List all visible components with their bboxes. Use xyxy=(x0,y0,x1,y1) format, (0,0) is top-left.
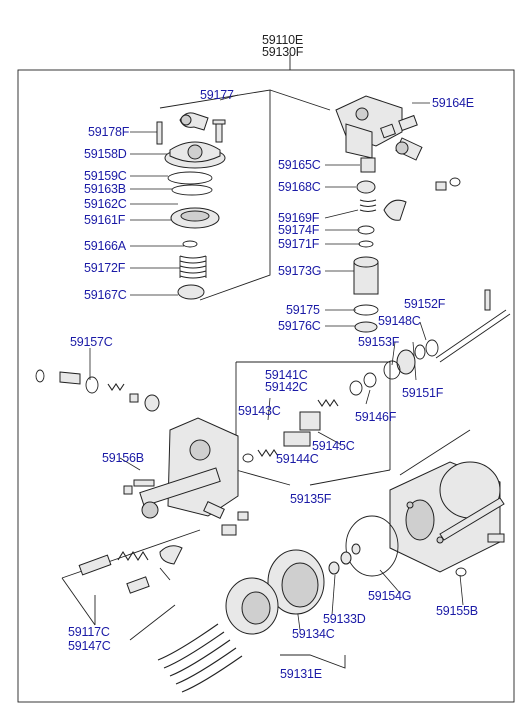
part-label-59145C[interactable]: 59145C xyxy=(312,439,355,453)
part-label-59173G[interactable]: 59173G xyxy=(278,264,322,278)
bolt-59177 xyxy=(212,119,226,143)
part-label-59157C[interactable]: 59157C xyxy=(70,335,113,349)
part-label-59174F[interactable]: 59174F xyxy=(278,223,320,237)
ring-59171F xyxy=(357,225,375,248)
bolt-59178F xyxy=(156,121,163,145)
part-label-59152F[interactable]: 59152F xyxy=(404,297,446,311)
part-label-59168C[interactable]: 59168C xyxy=(278,180,321,194)
part-label-59142C[interactable]: 59142C xyxy=(265,380,308,394)
part-label-59134C[interactable]: 59134C xyxy=(292,627,335,641)
booster-housing-59154G xyxy=(389,461,501,573)
ring-59163B xyxy=(171,184,213,196)
rod-59152F xyxy=(435,289,511,363)
part-label-59144C[interactable]: 59144C xyxy=(276,452,319,466)
part-label-59163B[interactable]: 59163B xyxy=(84,182,126,196)
piston-plate-59131E xyxy=(225,577,279,635)
pump-body xyxy=(139,417,239,519)
part-label-59153F[interactable]: 59153F xyxy=(358,335,400,349)
rod-connector xyxy=(439,497,505,541)
washer-59166A xyxy=(182,240,198,248)
fitting-59157C xyxy=(35,369,160,412)
valve-59165C xyxy=(360,157,376,173)
seat-59168C xyxy=(356,180,376,194)
gasket-ring xyxy=(345,515,399,577)
part-label-59154G[interactable]: 59154G xyxy=(368,589,412,603)
part-label-59158D[interactable]: 59158D xyxy=(84,147,127,161)
part-label-59172F[interactable]: 59172F xyxy=(84,261,126,275)
spring-59169F xyxy=(359,199,377,213)
part-label-59159C[interactable]: 59159C xyxy=(84,169,127,183)
part-label-59166A[interactable]: 59166A xyxy=(84,239,126,253)
part-label-59131E[interactable]: 59131E xyxy=(280,667,322,681)
part-label-59146F[interactable]: 59146F xyxy=(355,410,397,424)
part-label-59162C[interactable]: 59162C xyxy=(84,197,127,211)
part-label-59165C[interactable]: 59165C xyxy=(278,158,321,172)
part-label-59167C[interactable]: 59167C xyxy=(84,288,127,302)
part-label-59133D[interactable]: 59133D xyxy=(323,612,366,626)
part-label-59151F[interactable]: 59151F xyxy=(402,386,444,400)
diaphragm-59161F xyxy=(170,207,220,229)
part-label-59117C[interactable]: 59117C xyxy=(68,625,110,639)
large-spring xyxy=(157,623,243,693)
cap-59158D xyxy=(164,141,226,169)
small-fittings-center xyxy=(203,501,249,536)
part-label-59177[interactable]: 59177 xyxy=(200,88,234,102)
bottom-left-bracket xyxy=(61,529,201,626)
washers-59133D xyxy=(328,543,361,575)
bottom-bracket-lines xyxy=(129,429,471,669)
assembly-frame xyxy=(17,55,515,703)
elbow-fitting xyxy=(179,112,209,131)
o-ring-59159C xyxy=(167,171,213,185)
assembly-number-2: 59130F xyxy=(262,45,304,59)
assembly-number-1: 59110E xyxy=(262,33,303,47)
diaphragm-59134C xyxy=(267,549,325,615)
part-label-59143C[interactable]: 59143C xyxy=(238,404,281,418)
bolt-59156B xyxy=(123,479,155,495)
washer-59176C xyxy=(354,321,378,333)
part-label-59161F[interactable]: 59161F xyxy=(84,213,126,227)
elbow-59174F xyxy=(383,199,407,221)
part-label-59169F[interactable]: 59169F xyxy=(278,211,320,225)
seat-59167C xyxy=(177,284,205,300)
small-nuts xyxy=(435,177,461,191)
part-label-59178F[interactable]: 59178F xyxy=(88,125,130,139)
part-label-59156B[interactable]: 59156B xyxy=(102,451,144,465)
piston-59148C xyxy=(396,339,439,375)
bolt-lower-right xyxy=(455,533,505,577)
o-ring-59153F xyxy=(383,360,401,380)
banjo-fitting xyxy=(395,137,423,161)
upper-left-subassembly-outline xyxy=(159,89,331,301)
part-label-59135F[interactable]: 59135F xyxy=(290,492,332,506)
nut-fitting-upper xyxy=(380,114,418,139)
plunger-59173G xyxy=(353,256,379,295)
part-label-59175[interactable]: 59175 xyxy=(286,303,320,317)
part-label-59176C[interactable]: 59176C xyxy=(278,319,321,333)
leader-lines xyxy=(89,94,464,631)
spring-59172F xyxy=(179,255,207,279)
washer-59175 xyxy=(353,304,379,316)
part-label-59155B[interactable]: 59155B xyxy=(436,604,478,618)
part-label-59147C[interactable]: 59147C xyxy=(68,639,111,653)
lower-left-parts xyxy=(78,545,183,594)
part-label-59141C[interactable]: 59141C xyxy=(265,368,308,382)
part-label-59164E[interactable]: 59164E xyxy=(432,96,474,110)
part-label-59171F[interactable]: 59171F xyxy=(278,237,320,251)
part-label-59148C[interactable]: 59148C xyxy=(378,314,421,328)
valve-subassembly-parts xyxy=(242,372,377,463)
